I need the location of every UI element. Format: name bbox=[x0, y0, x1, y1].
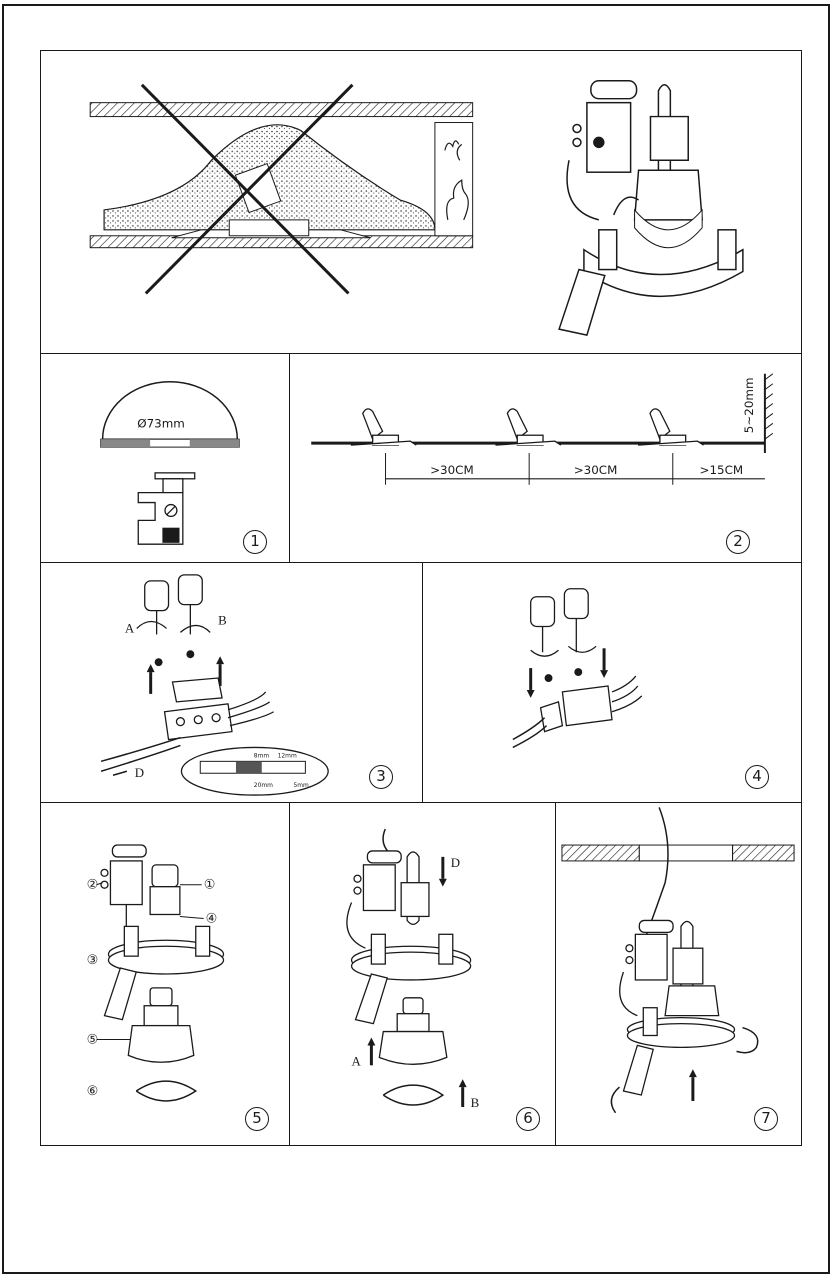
part-callout-4: ④ bbox=[206, 911, 218, 925]
page-border bbox=[2, 4, 830, 1274]
part-callout-2: ② bbox=[87, 878, 99, 892]
fixture-icon bbox=[350, 408, 417, 446]
rotate-arrow-icon bbox=[530, 649, 559, 657]
arrow-label-a: A bbox=[125, 621, 135, 635]
rotate-arrow-icon bbox=[135, 1080, 198, 1102]
up-arrow-icon bbox=[688, 1069, 697, 1101]
diameter-label: Ø73mm bbox=[137, 416, 185, 430]
cutout-diagram: Ø73mm bbox=[100, 381, 240, 545]
rotate-arrow-icon bbox=[610, 1086, 620, 1114]
gap-label-3: >15CM bbox=[700, 463, 744, 477]
panel-step-5: ② ① ④ ③ ⑤ ⑥ 5 bbox=[40, 802, 290, 1146]
fixture-ring bbox=[103, 925, 225, 1021]
transformer-box bbox=[100, 844, 147, 933]
panel-step-6: D A B 6 bbox=[289, 802, 556, 1146]
part-callout-1: ① bbox=[204, 878, 216, 892]
terminal-block bbox=[539, 685, 613, 733]
rotate-arrow-icon bbox=[567, 645, 597, 653]
transformer-box bbox=[346, 850, 430, 949]
assembly-diagram: ② ① ④ ③ ⑤ ⑥ bbox=[87, 844, 225, 1102]
screwdriver-icon bbox=[144, 574, 203, 635]
arrow-label-b: B bbox=[471, 1096, 480, 1110]
ceiling-board-left bbox=[561, 844, 640, 862]
part-callout-5: ⑤ bbox=[87, 1032, 99, 1046]
heat-flame-icon bbox=[446, 179, 469, 221]
ceiling-insert-diagram bbox=[561, 807, 795, 1114]
screwdriver-icon bbox=[530, 588, 589, 653]
heat-flame-icon bbox=[444, 140, 463, 161]
step-number-2: 2 bbox=[726, 530, 750, 554]
step-number-6: 6 bbox=[516, 1107, 540, 1131]
warning-cross-icon bbox=[140, 83, 350, 295]
cutout-dome bbox=[101, 381, 239, 440]
arrow-label-a: A bbox=[352, 1054, 362, 1068]
step-number-4: 4 bbox=[745, 765, 769, 789]
down-arrow-icon bbox=[526, 648, 609, 698]
transformer-box bbox=[619, 919, 720, 1017]
wall-box bbox=[434, 122, 474, 237]
part-callout-3: ③ bbox=[87, 953, 99, 967]
gap-label-2: >30CM bbox=[574, 463, 618, 477]
lamp-holder bbox=[149, 864, 181, 916]
step-number-7: 7 bbox=[754, 1107, 778, 1131]
rotate-arrow-icon bbox=[136, 620, 167, 629]
warning-illustration bbox=[89, 80, 744, 336]
fixture-icon bbox=[495, 408, 562, 446]
part-callout-6: ⑥ bbox=[87, 1084, 99, 1098]
arrow-label-d: D bbox=[451, 856, 460, 870]
up-arrow-icon bbox=[367, 1037, 467, 1107]
transformer-box bbox=[234, 163, 282, 214]
fixture-ring bbox=[622, 1007, 736, 1096]
spacing-diagram: 5~20mm >30CM >30CM >15CM bbox=[311, 373, 774, 485]
down-arrow-icon bbox=[438, 856, 447, 887]
ceiling-board-right bbox=[732, 844, 795, 862]
depth-label: 5~20mm bbox=[742, 377, 756, 433]
panel-step-7: 7 bbox=[555, 802, 802, 1146]
strip-dim-c: 20mm bbox=[254, 782, 273, 789]
rotate-arrow-icon bbox=[382, 1084, 445, 1106]
rotate-arrow-icon bbox=[180, 624, 211, 633]
rotate-arrow-icon bbox=[736, 1026, 759, 1054]
fixture-assembly bbox=[558, 80, 744, 336]
panel-step-4: 4 bbox=[422, 562, 802, 803]
gap-label-1: >30CM bbox=[430, 463, 474, 477]
strip-dim-a: 8mm bbox=[254, 752, 270, 759]
bulb-insert-diagram: D A B bbox=[346, 828, 480, 1110]
panel-step-3: A B D 8mm 12mm 20mm 5mm 3 bbox=[40, 562, 423, 803]
wiring-diagram: A B D 8mm 12mm 20mm 5mm bbox=[100, 574, 329, 796]
wiring-closed-diagram bbox=[512, 588, 643, 749]
fixture-ring bbox=[350, 933, 472, 1025]
panel-step-2: 5~20mm >30CM >30CM >15CM 2 bbox=[289, 353, 802, 563]
fixture-icon bbox=[638, 408, 704, 446]
strip-dim-b: 12mm bbox=[278, 752, 297, 759]
arrow-label-d: D bbox=[135, 766, 144, 780]
step-number-3: 3 bbox=[369, 765, 393, 789]
ceiling-top bbox=[89, 102, 474, 118]
terminal-block-icon bbox=[137, 472, 196, 545]
terminal-block bbox=[163, 677, 233, 741]
lamp-bulb bbox=[378, 997, 448, 1065]
panel-step-1: Ø73mm 1 bbox=[40, 353, 290, 563]
step-number-1: 1 bbox=[243, 530, 267, 554]
step-number-5: 5 bbox=[245, 1107, 269, 1131]
panel-warning-installation bbox=[40, 50, 802, 354]
strip-dim-d: 5mm bbox=[293, 782, 309, 789]
lamp-bulb bbox=[127, 987, 195, 1063]
arrow-label-b: B bbox=[218, 613, 227, 627]
